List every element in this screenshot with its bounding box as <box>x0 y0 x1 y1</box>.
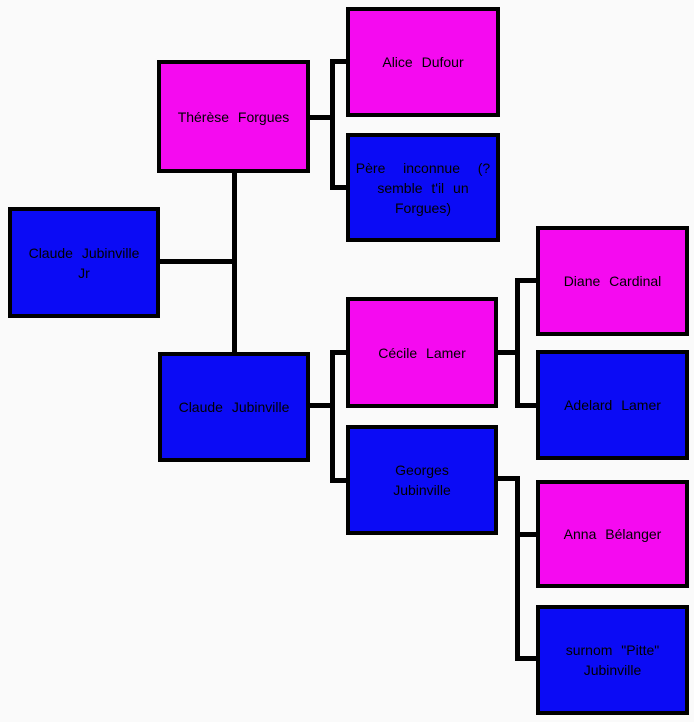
person-name: Georges Jubinville <box>393 462 451 498</box>
connector-anna-stub <box>515 532 536 537</box>
person-box-therese-forgues[interactable]: Thérèse Forgues <box>157 60 310 173</box>
connector-alice-stub <box>330 59 346 64</box>
person-name: Père inconnue (? semble t'il un Forgues) <box>355 159 491 216</box>
person-box-anna-belanger[interactable]: Anna Bélanger <box>536 480 689 588</box>
person-box-claude-jubinville-jr[interactable]: Claude Jubinville Jr <box>8 207 160 318</box>
person-box-georges-jubinville[interactable]: Georges Jubinville <box>346 425 498 535</box>
connector-georges-stub <box>330 478 346 483</box>
person-box-adelard-lamer[interactable]: Adelard Lamer <box>536 350 689 460</box>
connector-georges-parents-v <box>515 476 520 661</box>
person-box-cecile-lamer[interactable]: Cécile Lamer <box>346 297 498 408</box>
person-box-claude-jubinville[interactable]: Claude Jubinville <box>158 352 310 462</box>
person-box-alice-dufour[interactable]: Alice Dufour <box>346 7 500 117</box>
person-box-pere-inconnue[interactable]: Père inconnue (? semble t'il un Forgues) <box>346 133 500 242</box>
connector-claude-to-parents-h <box>310 403 335 408</box>
person-name: Anna Bélanger <box>563 526 662 542</box>
connector-therese-parents-v <box>330 59 335 190</box>
connector-georges-to-parents-h <box>498 476 520 481</box>
person-name: Adelard Lamer <box>564 397 661 413</box>
person-name: Diane Cardinal <box>563 273 662 289</box>
person-name: Cécile Lamer <box>378 344 466 361</box>
person-box-diane-cardinal[interactable]: Diane Cardinal <box>536 226 689 336</box>
connector-adelard-stub <box>515 403 536 408</box>
connector-cecile-stub <box>330 350 346 355</box>
connector-claude-parents-v <box>330 350 335 483</box>
person-name: Claude Jubinville Jr <box>28 244 140 281</box>
connector-claudejr-h <box>160 259 237 264</box>
connector-pitte-stub <box>515 656 536 661</box>
connector-cecile-to-parents-h <box>498 350 520 355</box>
connector-pere-stub <box>330 185 346 190</box>
connector-diane-stub <box>515 278 536 283</box>
connector-cecile-parents-v <box>515 278 520 408</box>
person-box-surnom-pitte-jubinville[interactable]: surnom "Pitte" Jubinville <box>536 605 689 715</box>
person-name: Thérèse Forgues <box>177 108 290 125</box>
person-name: Claude Jubinville <box>178 399 290 415</box>
person-name: surnom "Pitte" Jubinville <box>565 642 660 678</box>
connector-therese-to-parents-h <box>310 115 335 120</box>
person-name: Alice Dufour <box>382 54 464 70</box>
